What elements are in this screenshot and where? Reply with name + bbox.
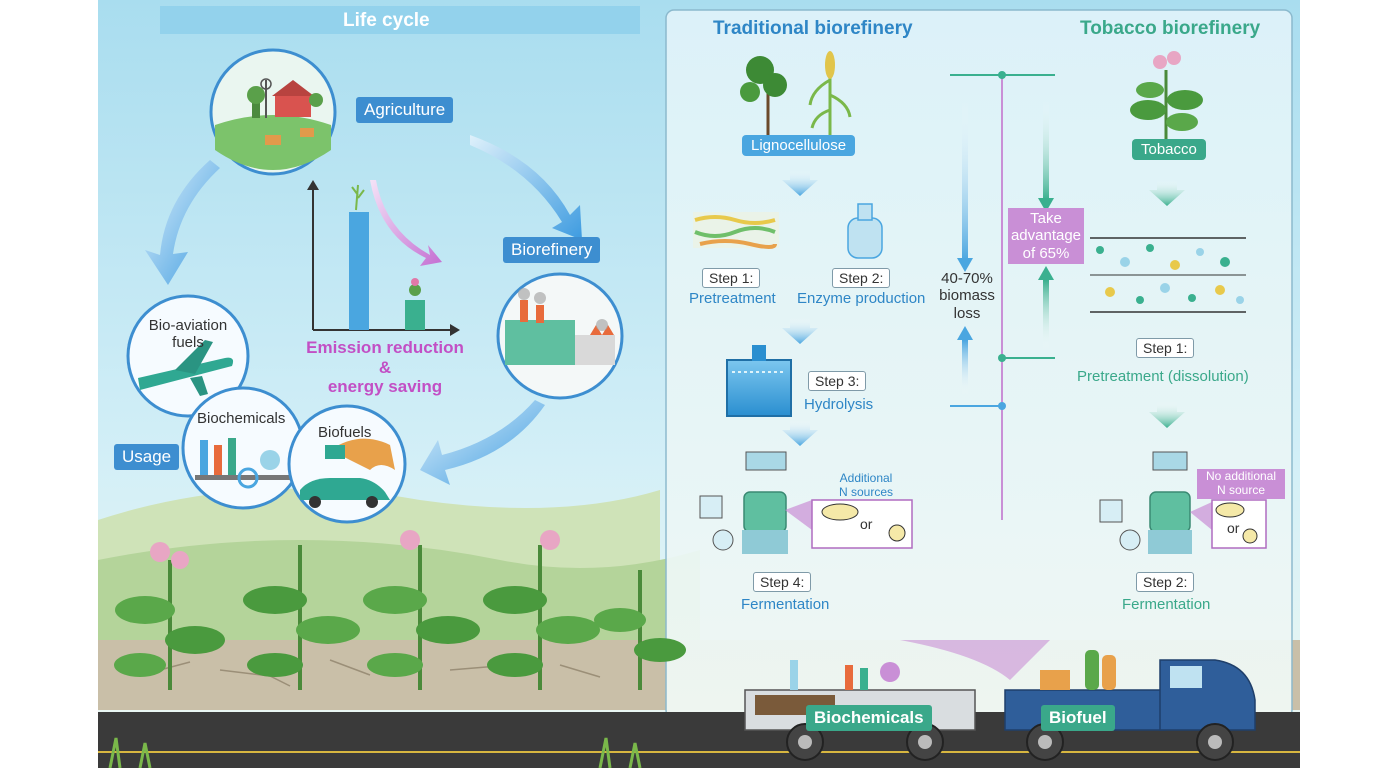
biochemicals-truck-label: Biochemicals: [806, 705, 932, 731]
no-additional-n-label: No additional N source: [1197, 469, 1285, 499]
trad-step4-box: Step 4:: [753, 572, 812, 592]
trad-step3-box: Step 3:: [808, 371, 867, 391]
trad-step1-box: Step 1:: [702, 268, 761, 288]
comparison-lines: [950, 71, 1055, 520]
trad-or: or: [860, 516, 873, 532]
lignocellulose-plants: [740, 51, 852, 135]
tobacco-field: [114, 530, 686, 690]
pretreatment-fibers: [693, 212, 779, 249]
agriculture-label: Agriculture: [356, 97, 454, 123]
arrow-usage-to-agriculture: [145, 160, 220, 285]
merge-arrow: [900, 640, 1050, 680]
tob-step2-box: Step 2:: [1136, 572, 1195, 592]
arrow-biorefinery-to-usage: [420, 400, 545, 485]
life-cycle-title: Life cycle: [343, 10, 430, 31]
bar-traditional: [349, 212, 369, 330]
trad-step3-label: Hydrolysis: [804, 396, 874, 413]
biochemicals-usage-label: Biochemicals: [197, 410, 286, 427]
biofuel-truck-label: Biofuel: [1041, 705, 1115, 731]
biofuels-usage-label: Biofuels: [318, 424, 372, 441]
lignocellulose-label: Lignocellulose: [742, 135, 856, 156]
tob-step2-label: Fermentation: [1122, 596, 1211, 613]
trad-step1-label: Pretreatment: [689, 290, 776, 307]
trad-step2-box: Step 2:: [832, 268, 891, 288]
bio-aviation-circle: [126, 294, 250, 418]
biomass-loss-text: 40-70% biomass loss: [939, 270, 995, 322]
usage-label: Usage: [114, 444, 180, 470]
biorefinery-label: Biorefinery: [503, 237, 601, 263]
tob-step1-label: Pretreatment (dissolution): [1077, 368, 1249, 385]
arrow-agriculture-to-biorefinery: [470, 135, 582, 240]
tobacco-label: Tobacco: [1132, 139, 1206, 160]
down-arrow-1: [782, 170, 818, 196]
fermenter-traditional: [699, 451, 913, 554]
additional-n-label: Additional N sources: [838, 471, 894, 499]
tobacco-plant: [1130, 51, 1203, 140]
down-arrow-green-1: [1149, 180, 1185, 206]
trad-step4-label: Fermentation: [741, 596, 830, 613]
tob-or: or: [1227, 520, 1240, 536]
dissolution-solution: [1090, 237, 1246, 313]
tob-step1-box: Step 1:: [1136, 338, 1195, 358]
bio-aviation-label: Bio-aviation fuels: [148, 317, 228, 352]
bar-tobacco: [405, 300, 425, 330]
traditional-title: Traditional biorefinery: [713, 18, 913, 39]
fermenter-tobacco: [1099, 451, 1267, 554]
advantage-box: Take advantage of 65%: [1008, 208, 1084, 264]
purple-reduction-arrow: [370, 180, 442, 266]
emission-text: Emission reduction & energy saving: [306, 338, 464, 397]
hydrolysis-tank: [726, 345, 792, 417]
trad-step2-label: Enzyme production: [797, 290, 926, 307]
tobacco-title: Tobacco biorefinery: [1080, 18, 1261, 39]
enzyme-flask: [847, 203, 883, 259]
